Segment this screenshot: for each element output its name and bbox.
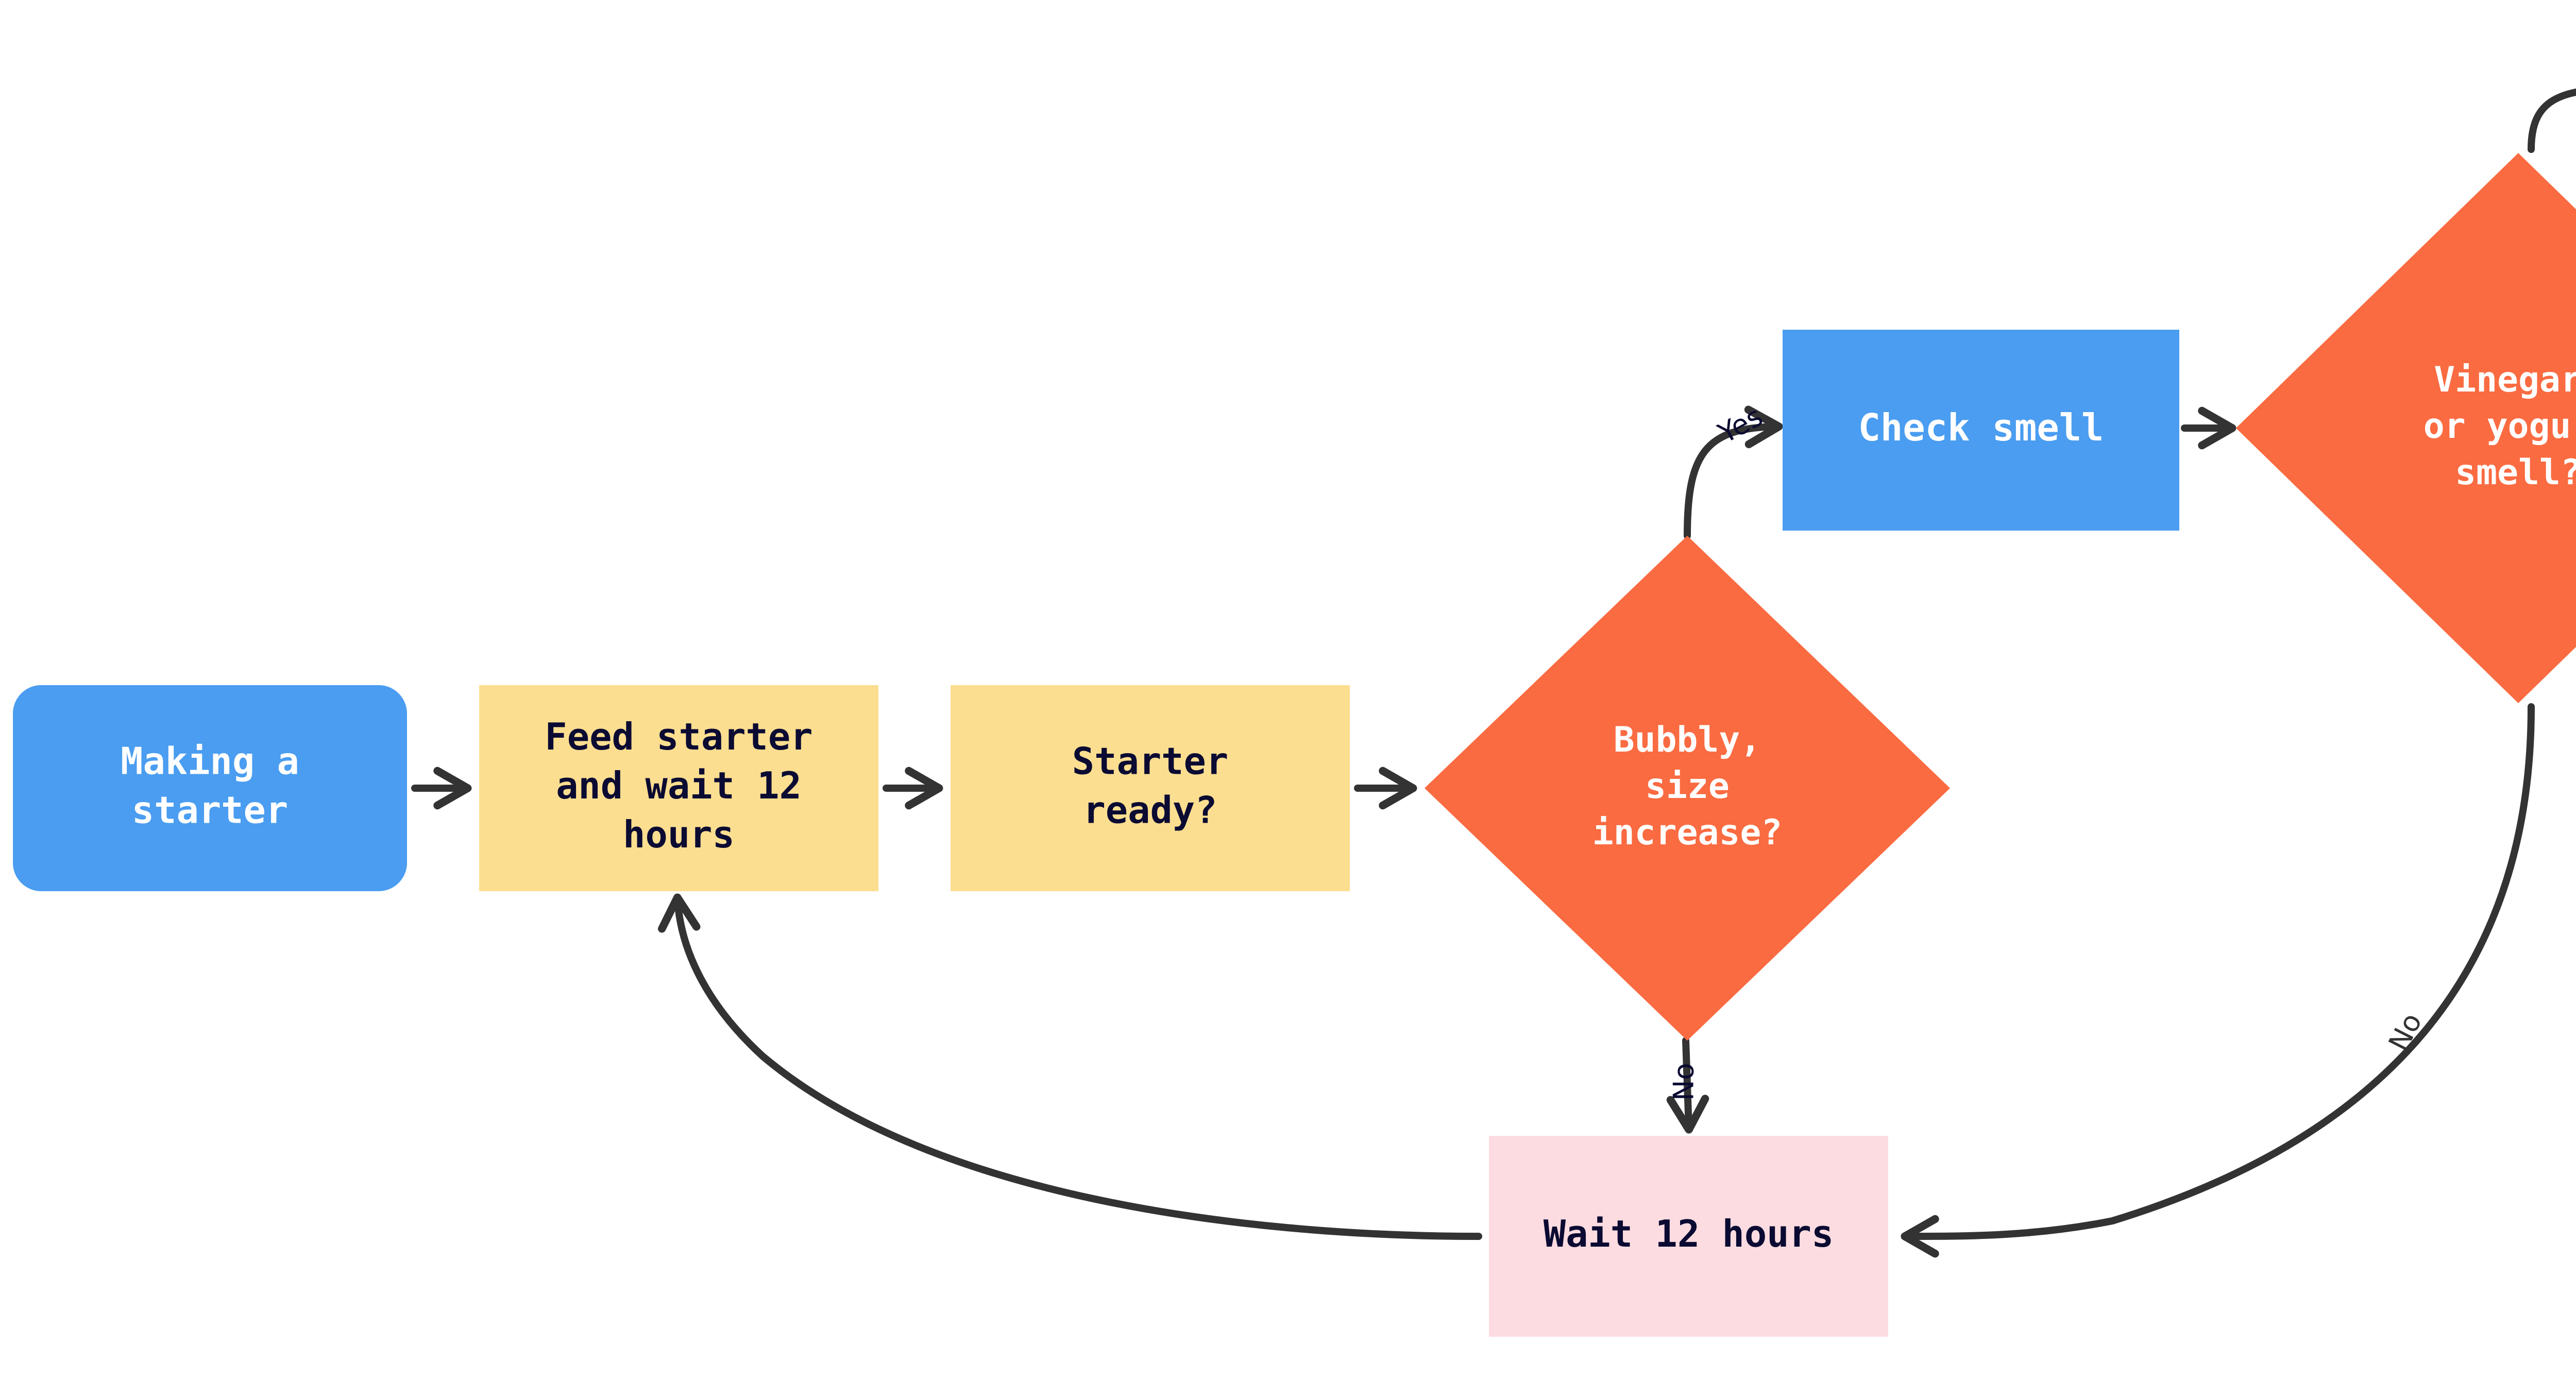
edge-label-edge-bubbly-yes-to-check-smell: Yes (1713, 400, 1768, 450)
node-shape-diamond (1425, 536, 1950, 1041)
node-shape-rect (13, 685, 407, 891)
node-shape-rect (479, 685, 878, 891)
node-shape-diamond (2236, 153, 2576, 703)
node-shape-rect (951, 685, 1350, 891)
edge-wait-to-feed (658, 893, 1482, 1240)
edges-group (411, 88, 2576, 1258)
node-check-smell[interactable]: Check smell (1783, 330, 2179, 531)
edge-vinegary-no-to-wait (1901, 703, 2535, 1258)
edge-label-edge-bubbly-no-to-wait: No (1668, 1063, 1700, 1100)
node-shape-rect (1783, 330, 2179, 531)
node-label-wait-12-hours: Wait 12 hours (1544, 1212, 1834, 1255)
node-label-vinegary-or-yogurt-smell: Vinegaryor yogurtsmell? (2424, 360, 2576, 493)
edge-bubbly-yes-to-check-smell (1684, 405, 1783, 539)
node-wait-12-hours[interactable]: Wait 12 hours (1489, 1136, 1888, 1337)
edge-bubbly-no-to-wait (1666, 1037, 1709, 1134)
node-vinegary-or-yogurt-smell[interactable]: Vinegaryor yogurtsmell? (2236, 153, 2576, 703)
node-shape-rect (1489, 1136, 1888, 1337)
node-label-check-smell: Check smell (1858, 406, 2104, 449)
edge-vinegary-yes-to-dough (2528, 88, 2576, 153)
edge-label-edge-vinegary-no-to-wait: No (2382, 1008, 2428, 1056)
